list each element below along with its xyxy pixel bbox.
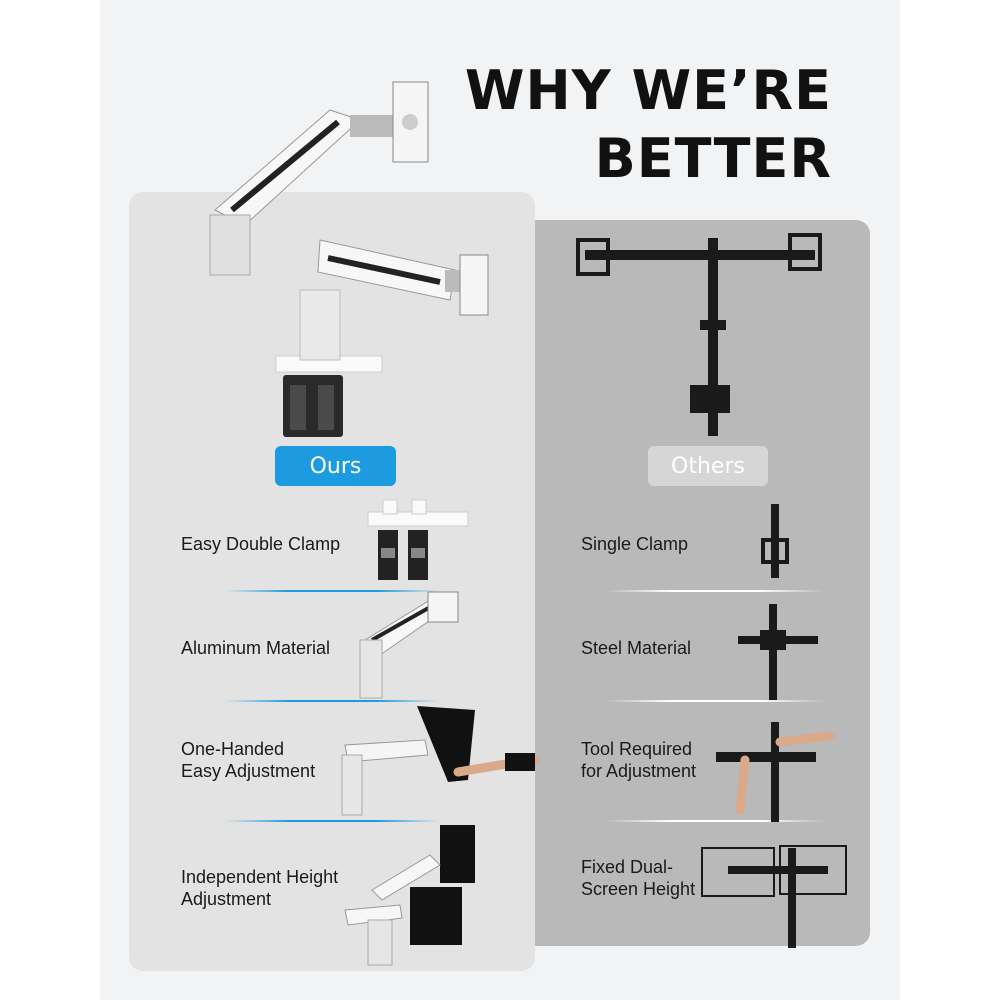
ours-badge: Ours <box>275 446 396 486</box>
others-panel <box>535 220 870 946</box>
ours-divider <box>225 820 440 822</box>
others-divider <box>605 590 825 592</box>
headline-line1: WHY WE’RE <box>464 59 832 122</box>
ours-feature-label: Independent Height Adjustment <box>181 867 339 909</box>
ours-feature-label: Aluminum Material <box>181 638 331 658</box>
ours-feature-label: One-Handed Easy Adjustment <box>181 739 316 781</box>
others-divider <box>605 700 825 702</box>
others-feature-label: Single Clamp <box>581 534 689 554</box>
others-feature-label: Steel Material <box>581 638 692 658</box>
ours-feature-label: Easy Double Clamp <box>181 534 341 554</box>
ours-divider <box>225 700 440 702</box>
others-feature-label: Fixed Dual- Screen Height <box>581 857 696 899</box>
headline-line2: BETTER <box>594 127 832 190</box>
others-divider <box>605 820 825 822</box>
others-badge: Others <box>648 446 768 486</box>
ours-divider <box>225 590 440 592</box>
others-feature-label: Tool Required for Adjustment <box>581 739 697 781</box>
